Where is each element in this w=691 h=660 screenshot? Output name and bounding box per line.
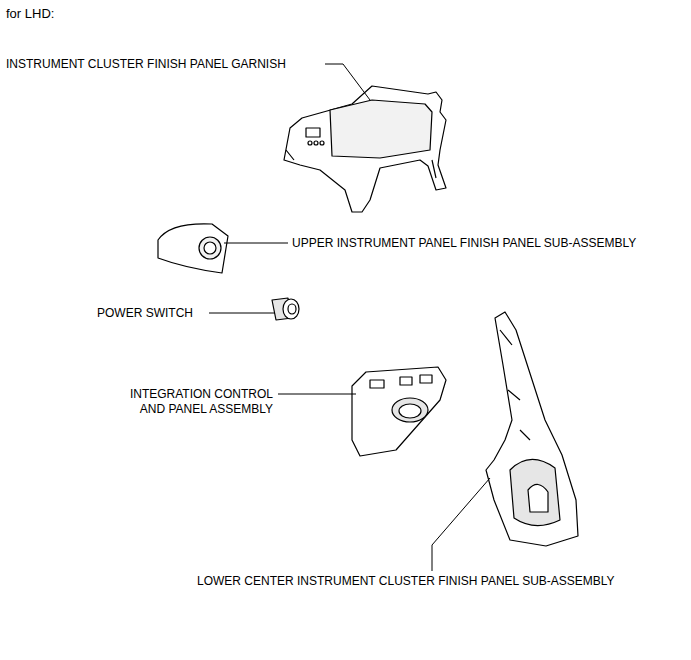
heading: for LHD: [6, 6, 54, 21]
part-name: INSTRUMENT CLUSTER FINISH PANEL GARNISH [6, 57, 286, 72]
power-switch-face [283, 299, 299, 319]
upper-finish-panel [158, 224, 228, 273]
leader-line [224, 243, 288, 244]
power-switch-face [288, 304, 296, 314]
panel-hole [392, 398, 428, 422]
leader-line [325, 64, 370, 100]
part-name: UPPER INSTRUMENT PANEL FINISH PANEL SUB-… [292, 236, 636, 251]
panel-button [370, 380, 384, 388]
part-name: INTEGRATION CONTROL AND PANEL ASSEMBLY [121, 387, 273, 417]
panel-hole-inner [399, 404, 421, 418]
garnish-tab [286, 150, 436, 178]
garnish-part [284, 86, 446, 212]
leader-line [278, 394, 356, 395]
garnish-button [320, 141, 324, 145]
garnish-opening [330, 100, 432, 158]
garnish-button [308, 141, 312, 145]
part-name: LOWER CENTER INSTRUMENT CLUSTER FINISH P… [197, 574, 615, 589]
leader-line [209, 313, 275, 314]
integration-panel [352, 367, 446, 456]
shift-boot [510, 459, 560, 525]
part-name: POWER SWITCH [97, 306, 193, 321]
garnish-button [314, 141, 318, 145]
panel-button [400, 377, 412, 385]
panel-button [420, 375, 432, 383]
shift-knob [528, 484, 548, 512]
leader-line [432, 478, 490, 571]
panel-edge [500, 330, 530, 440]
switch-hole [199, 237, 221, 259]
switch-hole-inner [204, 242, 216, 254]
lower-center-panel [486, 312, 578, 546]
garnish-window [306, 128, 320, 137]
